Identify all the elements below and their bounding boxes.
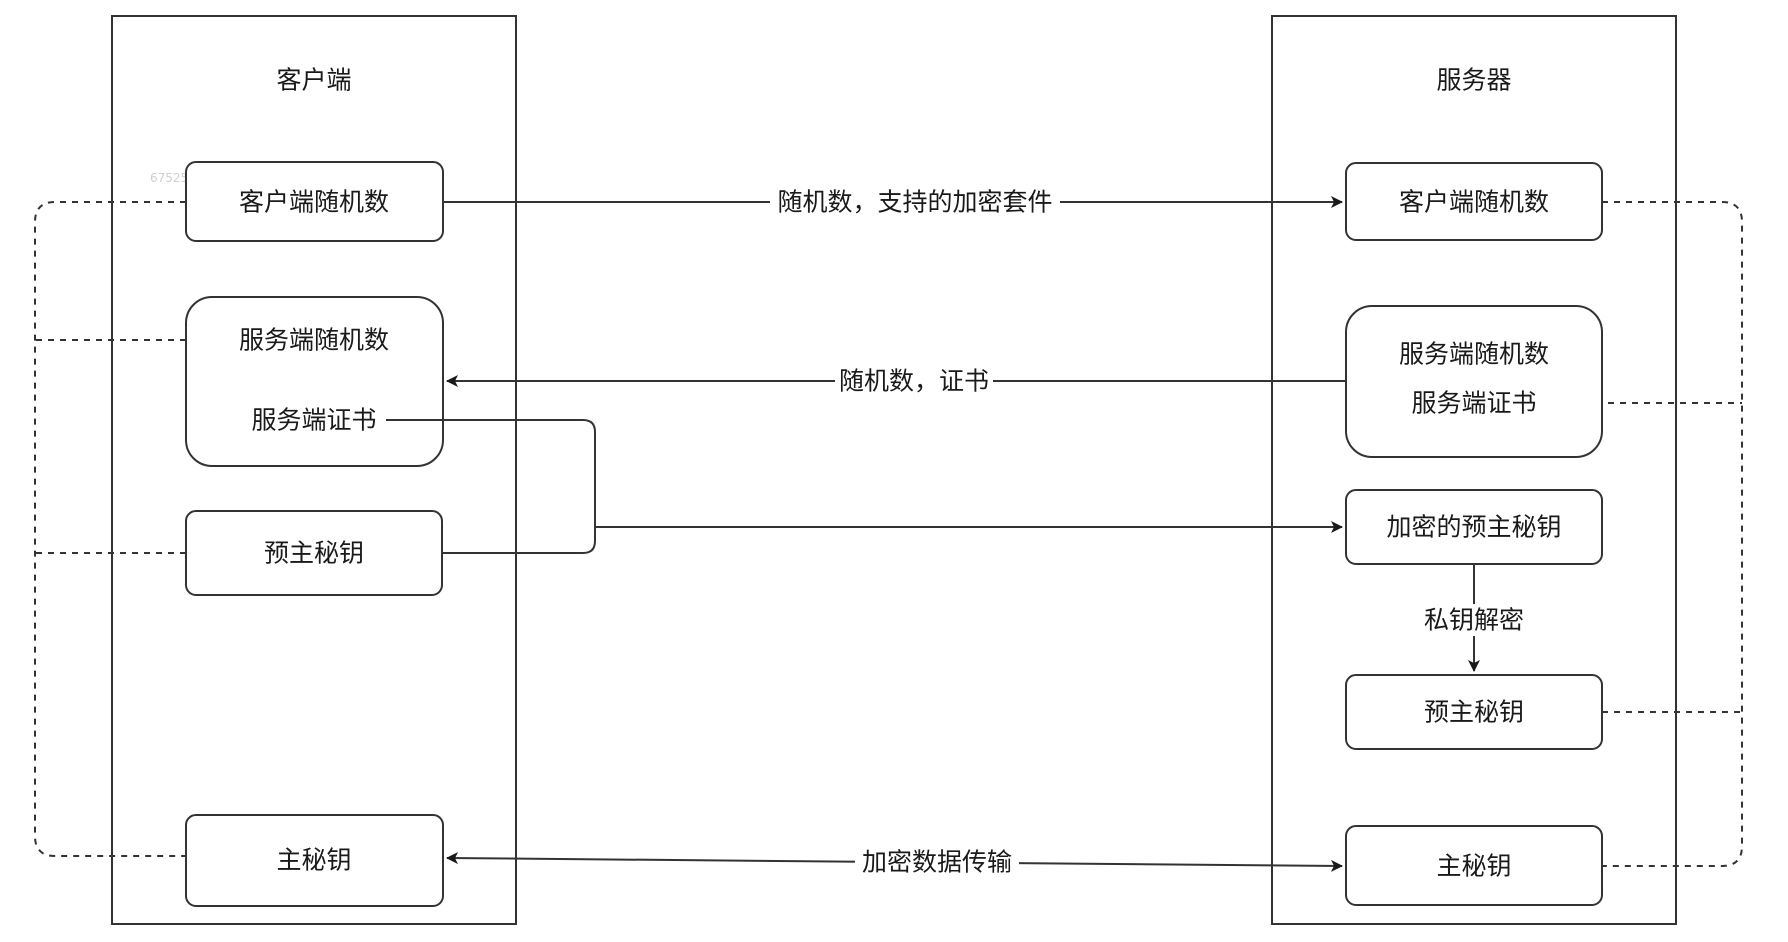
server-lane-title: 服务器 [1436,66,1511,95]
server-dashed-links [1536,201,1743,867]
edge-server-hello: 随机数，证书 [446,365,1346,397]
server-master-node: 主秘钥 [1345,825,1603,906]
client-lane: 客户端 [111,15,517,925]
client-random-label: 客户端随机数 [239,188,389,217]
client-server-cert-label: 服务端证书 [251,406,376,435]
client-hello-label: 随机数，支持的加密套件 [777,188,1052,217]
client-premaster-label: 预主秘钥 [264,539,364,568]
client-dashed-links [34,201,186,857]
data-transfer-label: 加密数据传输 [862,848,1012,877]
client-master-node: 主秘钥 [185,814,444,907]
client-server-info-node: 服务端随机数 服务端证书 [185,296,444,467]
server-encrypted-premaster-node: 加密的预主秘钥 [1345,489,1603,565]
client-random-to-master-dashed [34,201,186,857]
server-premaster-node: 预主秘钥 [1345,674,1603,750]
server-server-cert-label: 服务端证书 [1411,389,1536,418]
server-lane: 服务器 [1271,15,1677,925]
server-master-label: 主秘钥 [1436,852,1511,881]
client-random-node: 客户端随机数 [185,161,444,242]
client-master-label: 主秘钥 [276,846,351,875]
edge-client-hello: 随机数，支持的加密套件 [443,186,1343,218]
server-hello-label: 随机数，证书 [839,367,989,396]
edge-private-key-decrypt: 私钥解密 [1416,564,1532,672]
server-premaster-label: 预主秘钥 [1424,698,1524,727]
client-server-random-label: 服务端随机数 [239,326,389,355]
server-info-node: 服务端随机数 服务端证书 [1345,305,1603,458]
server-client-random-to-master-dashed [1602,201,1743,867]
edge-encrypted-data-transfer: 加密数据传输 [446,846,1343,878]
decrypt-label: 私钥解密 [1424,606,1524,635]
edge-send-encrypted-premaster [386,419,1343,554]
server-encrypted-premaster-label: 加密的预主秘钥 [1386,513,1561,542]
server-client-random-node: 客户端随机数 [1345,162,1603,241]
client-premaster-node: 预主秘钥 [185,510,443,596]
server-server-random-label: 服务端随机数 [1399,340,1549,369]
client-lane-title: 客户端 [276,66,351,95]
server-client-random-label: 客户端随机数 [1399,188,1549,217]
